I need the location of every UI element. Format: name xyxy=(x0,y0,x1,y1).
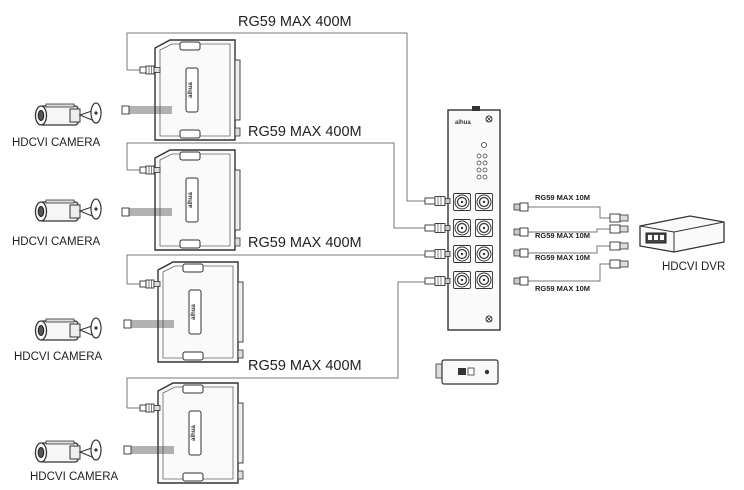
short-cable-label-1: RG59 MAX 10M xyxy=(535,193,590,202)
dvr-device xyxy=(639,215,725,253)
camera-label-4: HDCVI CAMERA xyxy=(30,471,119,483)
cable-label-4: RG59 MAX 400M xyxy=(248,358,362,374)
transmitter-2 xyxy=(121,149,241,251)
camera-label-3: HDCVI CAMERA xyxy=(14,351,103,363)
cable-lines xyxy=(126,32,610,409)
short-cable-label-4: RG59 MAX 10M xyxy=(535,284,590,293)
short-cable-label-3: RG59 MAX 10M xyxy=(535,253,590,262)
transmitter-4 xyxy=(123,382,244,484)
short-cable-label-2: RG59 MAX 10M xyxy=(535,231,590,240)
camera-1 xyxy=(34,102,102,126)
hub-receiver: alhua xyxy=(424,106,529,331)
camera-4 xyxy=(34,439,102,463)
dvr-plugs xyxy=(609,213,629,269)
camera-label-1: HDCVI CAMERA xyxy=(12,137,101,149)
camera-3 xyxy=(34,317,102,341)
dvr-label: HDCVI DVR xyxy=(662,261,725,273)
camera-2 xyxy=(34,198,102,222)
cable-label-2: RG59 MAX 400M xyxy=(248,124,362,140)
transmitter-3 xyxy=(123,261,244,363)
hub-leds xyxy=(476,153,488,180)
cable-label-1: RG59 MAX 400M xyxy=(238,14,352,30)
cable-label-3: RG59 MAX 400M xyxy=(248,235,362,251)
transmitter-1 xyxy=(121,39,241,141)
hub-brand: alhua xyxy=(455,120,471,126)
small-receiver xyxy=(435,359,499,385)
camera-label-2: HDCVI CAMERA xyxy=(12,236,101,248)
